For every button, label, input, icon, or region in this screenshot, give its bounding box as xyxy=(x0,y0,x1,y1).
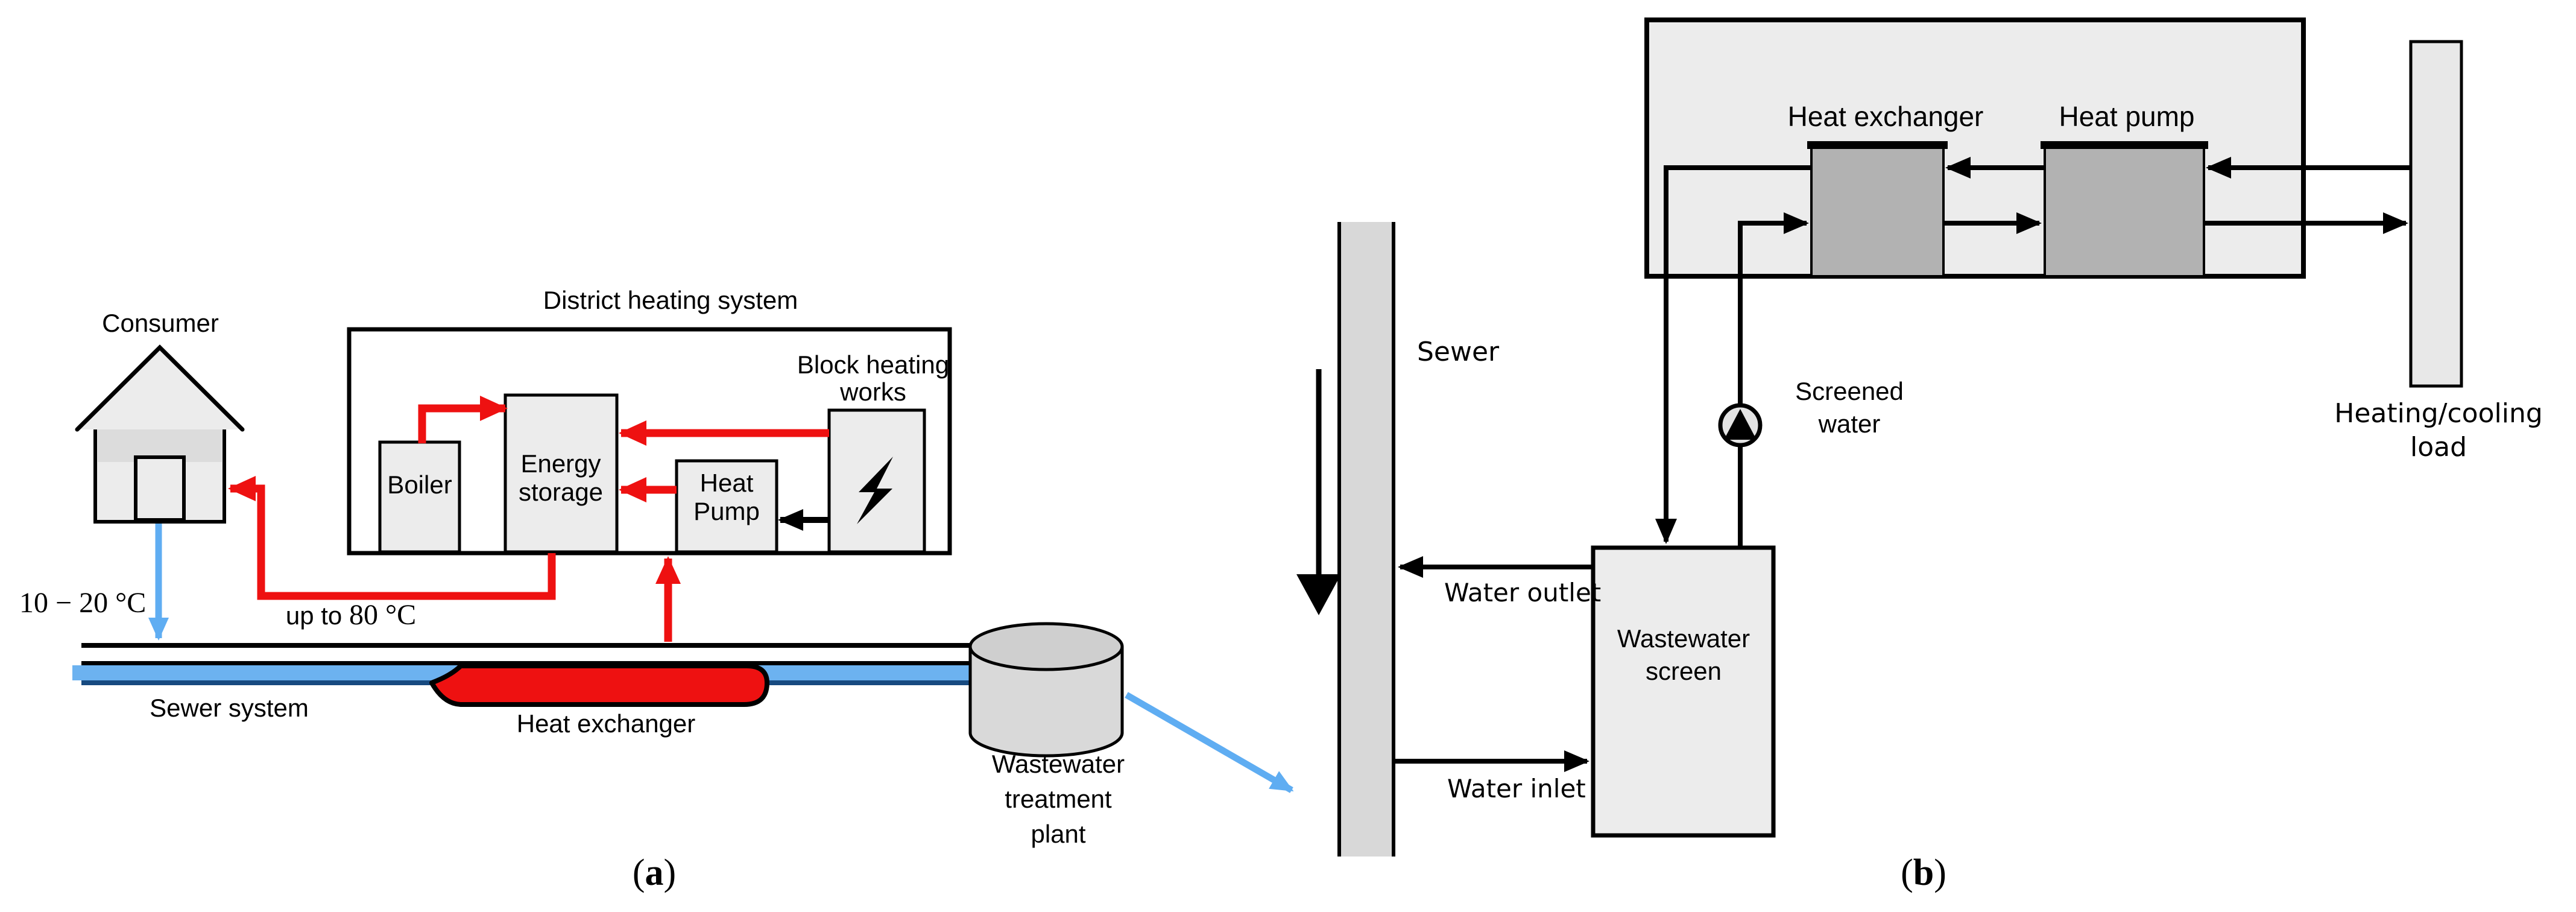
heat-pump-label-b: Heat pump xyxy=(2059,101,2195,132)
heat-pump-unit-top-edge xyxy=(2041,141,2208,149)
block-heating-works-label: Block heating works xyxy=(797,350,950,406)
heating-cooling-load-bar xyxy=(2409,40,2463,388)
boiler-to-storage-arrow xyxy=(418,396,508,443)
pump-icon xyxy=(1718,403,1763,448)
inpipe-heat-exchanger-shape xyxy=(429,663,769,707)
consumer-label: Consumer xyxy=(102,309,219,337)
pump-triangle xyxy=(1724,409,1757,440)
plant-outflow-arrow xyxy=(1125,692,1294,793)
supply-to-consumer-arrow xyxy=(228,476,556,600)
caption-a: (a) xyxy=(632,852,677,893)
sewer-system-label: Sewer system xyxy=(150,694,309,722)
sewer-flow-arrowhead xyxy=(1296,574,1341,615)
temp-high-prefix: up to xyxy=(285,601,349,630)
heat-exchanger-unit-top-edge xyxy=(1807,141,1948,149)
exchanger-to-screen-arrow xyxy=(1655,165,1811,544)
house-door xyxy=(134,455,186,522)
temp-high-label: up to 80 °C xyxy=(286,598,416,632)
heat-pump-unit xyxy=(2044,144,2205,277)
cylinder-body xyxy=(968,647,1124,758)
water-inlet-label: Water inlet xyxy=(1447,774,1586,803)
consumer-house-icon xyxy=(75,344,245,524)
water-outlet-label: Water outlet xyxy=(1444,578,1602,607)
heat-exchanger-label-a: Heat exchanger xyxy=(516,709,696,738)
boiler-box xyxy=(378,440,461,554)
treatment-plant-cylinder-icon xyxy=(968,622,1124,758)
cylinder-top xyxy=(968,622,1124,671)
sewer-bar-fill xyxy=(1338,222,1395,857)
heat-exchanger-unit xyxy=(1810,144,1945,277)
heat-exchanger-label-b: Heat exchanger xyxy=(1787,101,1984,132)
energy-storage-label: Energy storage xyxy=(518,449,604,506)
temp-high-value: 80 °C xyxy=(349,599,417,631)
wastewater-screen-label: Wastewater screen xyxy=(1617,624,1750,685)
caption-b: (b) xyxy=(1901,852,1946,893)
heat-pump-label-a: Heat Pump xyxy=(693,469,760,525)
house-roof xyxy=(75,344,245,432)
heat-pump-box-a xyxy=(675,459,778,554)
sewer-wall-bar xyxy=(1337,222,1395,857)
wwtp-label: Wastewater treatment plant xyxy=(991,750,1125,848)
pipe-second-line xyxy=(81,661,971,665)
temp-low-label: 10 − 20 °C xyxy=(19,587,147,619)
energy-storage-box xyxy=(504,393,619,554)
boiler-label: Boiler xyxy=(387,470,452,499)
sewer-label: Sewer xyxy=(1417,337,1500,367)
wastewater-screen-box xyxy=(1591,545,1776,838)
district-heating-title: District heating system xyxy=(543,286,798,314)
pipe-top-line xyxy=(81,643,971,648)
screened-water-label: Screened water xyxy=(1795,377,1904,438)
lightning-bolt-icon xyxy=(857,457,893,524)
heating-cooling-load-label: Heating/cooling load xyxy=(2334,398,2543,463)
